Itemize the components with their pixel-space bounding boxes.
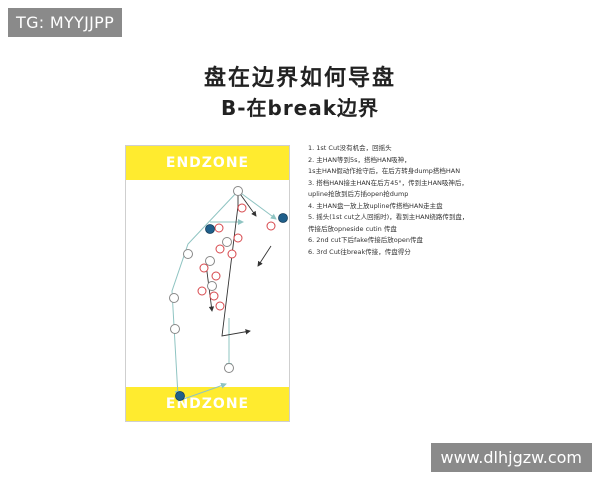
defender-marker bbox=[197, 286, 207, 296]
note-line: 6. 2nd cut下后fake传接后放open传盘 bbox=[308, 236, 423, 244]
defender-marker bbox=[237, 203, 247, 213]
offense-player bbox=[170, 324, 180, 334]
defender-marker bbox=[215, 244, 225, 254]
watermark-bottom-right: www.dlhjgzw.com bbox=[430, 443, 592, 472]
offense-players bbox=[169, 186, 243, 373]
handler-partner bbox=[278, 213, 288, 223]
page-title: 盘在边界如何导盘 bbox=[203, 66, 396, 91]
note-line: upline抢放到后方插open抢dump bbox=[308, 190, 409, 198]
endzone-bottom: ENDZONE bbox=[126, 387, 289, 421]
page-subtitle: B-在break边界 bbox=[220, 96, 380, 120]
play-diagram bbox=[169, 186, 288, 402]
note-line: 2. 主HAN等到5s，搭档HAN吸神， bbox=[308, 155, 411, 164]
throw-paths bbox=[205, 190, 272, 337]
offense-player bbox=[233, 186, 243, 196]
offense-player bbox=[207, 281, 217, 291]
offense-player bbox=[224, 363, 234, 373]
offense-player bbox=[169, 293, 179, 303]
note-line: 1s主HAN假动作抢守后，在后方转身dump搭档HAN bbox=[308, 167, 461, 175]
throw-4 bbox=[257, 245, 272, 267]
defender-marker bbox=[214, 223, 224, 233]
offense-player bbox=[222, 237, 232, 247]
throw-1 bbox=[237, 190, 257, 217]
cut-path-left bbox=[171, 190, 239, 397]
endzone-top: ENDZONE bbox=[126, 146, 289, 180]
throw-2 bbox=[221, 205, 251, 337]
defender-marker bbox=[209, 291, 219, 301]
play-notes: 1. 1st Cut没有机会，回摇头 2. 主HAN等到5s，搭档HAN吸神， … bbox=[308, 143, 508, 258]
cut-path-right bbox=[237, 190, 277, 220]
handler-bottom bbox=[175, 391, 185, 401]
cut-path-bottom bbox=[177, 382, 227, 402]
note-line: 传接后放opneside cutin 传盘 bbox=[308, 224, 397, 233]
defender-marker bbox=[233, 233, 243, 243]
watermark-top-left: TG: MYYJJPP bbox=[8, 8, 123, 37]
defenders bbox=[197, 203, 276, 311]
defender-marker bbox=[211, 271, 221, 281]
handlers bbox=[175, 213, 288, 401]
note-line: 3. 搭档HAN接主HAN在后方45°，传到主HAN吸神后， bbox=[308, 178, 468, 187]
handler-main bbox=[205, 224, 215, 234]
note-line: 4. 主HAN盘一放上放upline传搭档HAN走主盘 bbox=[308, 201, 443, 210]
defender-marker bbox=[215, 301, 225, 311]
defender-marker bbox=[199, 263, 209, 273]
defender-marker bbox=[227, 249, 237, 259]
field-diagram: ENDZONE ENDZONE bbox=[125, 145, 290, 422]
offense-player bbox=[205, 256, 215, 266]
defender-marker bbox=[266, 221, 276, 231]
note-line: 5. 摇头(1st cut之人回摇时)，看到主HAN绕路传到盘， bbox=[308, 213, 469, 221]
cut-paths bbox=[171, 190, 277, 402]
note-line: 6. 3rd Cut往break传接，传盘得分 bbox=[308, 247, 411, 256]
offense-player bbox=[183, 249, 193, 259]
note-line: 1. 1st Cut没有机会，回摇头 bbox=[308, 144, 392, 152]
